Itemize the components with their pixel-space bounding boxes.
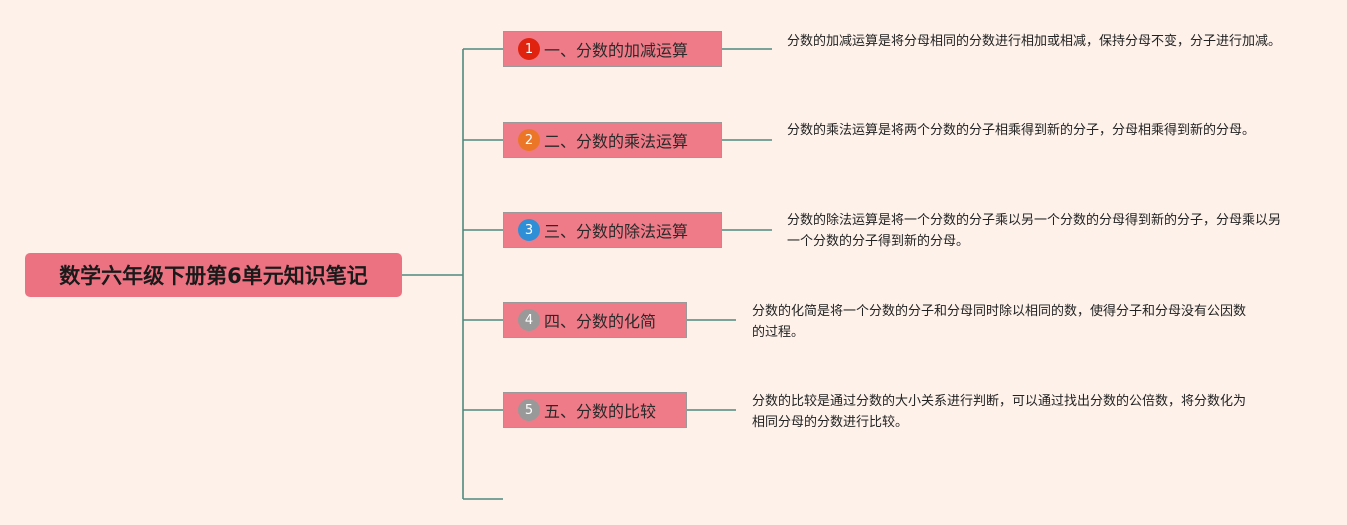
branch-node-4[interactable]: 4 四、分数的化简 bbox=[503, 302, 687, 338]
branch-node-5[interactable]: 5 五、分数的比较 bbox=[503, 392, 687, 428]
branch-node-1[interactable]: 1 一、分数的加减运算 bbox=[503, 31, 722, 67]
branch-note-5: 分数的比较是通过分数的大小关系进行判断，可以通过找出分数的公倍数，将分数化为相同… bbox=[752, 394, 1247, 430]
branch-note-2: 分数的乘法运算是将两个分数的分子相乘得到新的分子，分母相乘得到新的分母。 bbox=[787, 123, 1256, 138]
number-3-icon: 3 bbox=[518, 219, 540, 241]
branch-node-2[interactable]: 2 二、分数的乘法运算 bbox=[503, 122, 722, 158]
number-4-icon: 4 bbox=[518, 309, 540, 331]
number-2-icon: 2 bbox=[518, 129, 540, 151]
branch-label-1: 一、分数的加减运算 bbox=[544, 41, 689, 60]
branch-label-3: 三、分数的除法运算 bbox=[544, 222, 689, 241]
branch-note-1: 分数的加减运算是将分母相同的分数进行相加或相减，保持分母不变，分子进行加减。 bbox=[787, 34, 1282, 49]
branch-note-3: 分数的除法运算是将一个分数的分子乘以另一个分数的分母得到新的分子，分母乘以另一个… bbox=[787, 213, 1282, 249]
number-1-icon: 1 bbox=[518, 38, 540, 60]
branch-label-4: 四、分数的化简 bbox=[544, 312, 657, 331]
root-title: 数学六年级下册第6单元知识笔记 bbox=[59, 264, 368, 288]
number-5-icon: 5 bbox=[518, 399, 540, 421]
branch-node-3[interactable]: 3 三、分数的除法运算 bbox=[503, 212, 722, 248]
branch-note-4: 分数的化简是将一个分数的分子和分母同时除以相同的数，使得分子和分母没有公因数的过… bbox=[752, 304, 1247, 340]
branch-label-2: 二、分数的乘法运算 bbox=[544, 132, 689, 151]
branch-label-5: 五、分数的比较 bbox=[544, 402, 657, 421]
root-node[interactable]: 数学六年级下册第6单元知识笔记 bbox=[25, 253, 402, 297]
